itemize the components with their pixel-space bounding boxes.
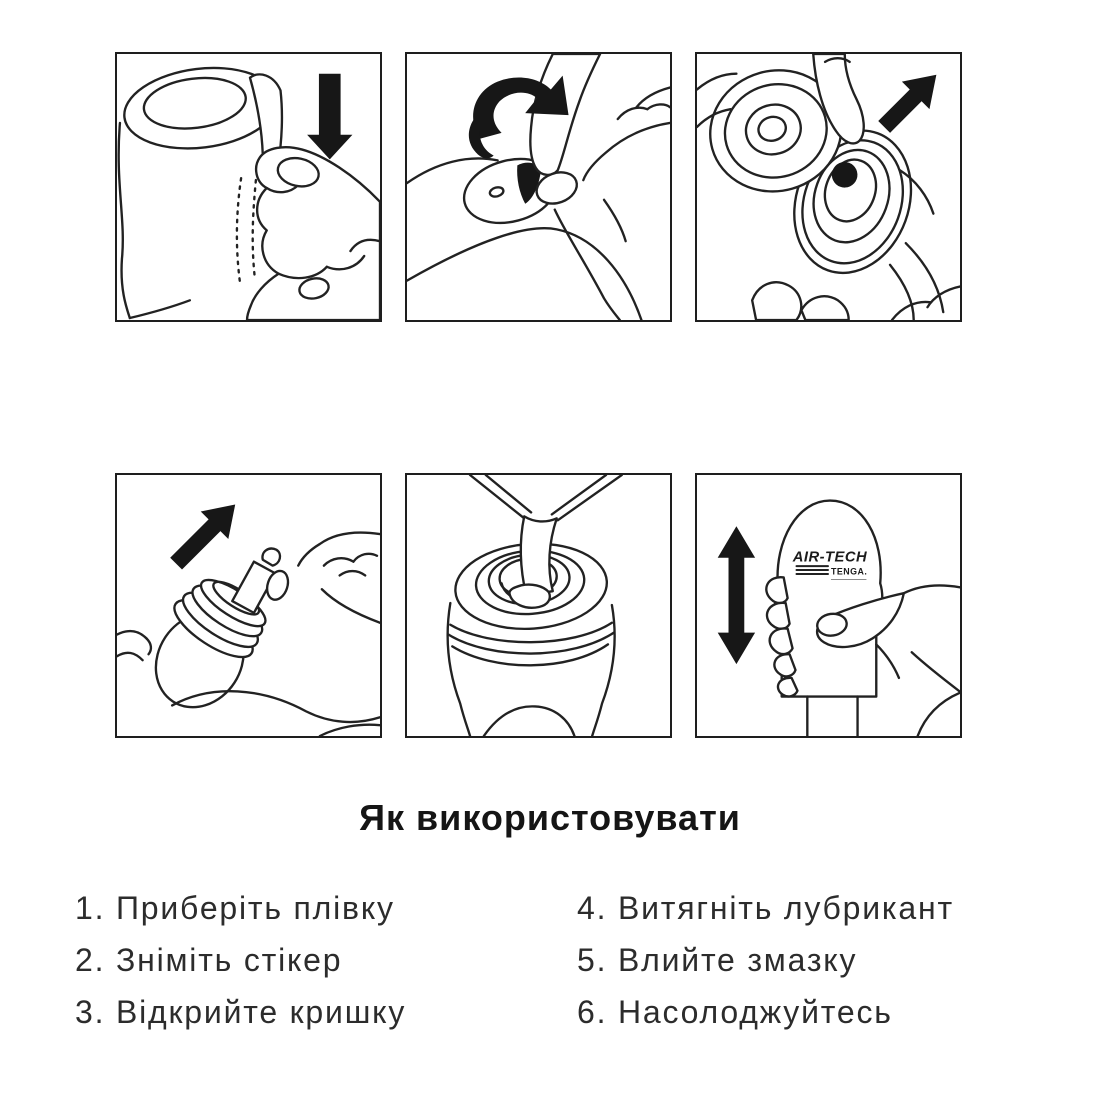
illustration-step-1 <box>117 66 380 320</box>
illustration-step-3 <box>697 54 960 320</box>
illustration-step-2 <box>407 54 670 320</box>
panel-step-5 <box>405 473 672 738</box>
instruction-step-3: 3. Відкрийте кришку <box>75 994 407 1030</box>
panel-step-1 <box>115 52 382 322</box>
instruction-list-left: 1. Приберіть плівку 2. Зніміть стікер 3.… <box>75 882 406 1038</box>
illustration-step-5 <box>446 475 623 736</box>
panel-step-2 <box>405 52 672 322</box>
instruction-step-1: 1. Приберіть плівку <box>75 890 395 926</box>
panel-step-6: AIR-TECH TENGA. <box>695 473 962 738</box>
device-brand-label: AIR-TECH <box>792 550 867 566</box>
illustration-step-4 <box>117 504 380 736</box>
instruction-step-2: 2. Зніміть стікер <box>75 942 343 978</box>
rotate-arrow-tail-icon <box>468 119 494 159</box>
device-maker-label: TENGA. <box>831 566 867 576</box>
up-right-arrow-icon <box>170 504 236 570</box>
instruction-step-5: 5. Влийте змазку <box>577 942 858 978</box>
page-title: Як використовувати <box>359 797 741 838</box>
down-arrow-icon <box>307 73 353 160</box>
up-down-arrow-icon <box>717 526 756 665</box>
up-right-arrow-icon <box>878 74 937 133</box>
rotate-arrow-icon <box>473 75 569 139</box>
panel-step-3 <box>695 52 962 322</box>
instruction-list-right: 4. Витягніть лубрикант 5. Влийте змазку … <box>577 882 954 1038</box>
panel-step-4 <box>115 473 382 738</box>
instruction-step-4: 4. Витягніть лубрикант <box>577 890 954 926</box>
illustration-step-6: AIR-TECH TENGA. <box>717 499 960 736</box>
instruction-step-6: 6. Насолоджуйтесь <box>577 994 893 1030</box>
